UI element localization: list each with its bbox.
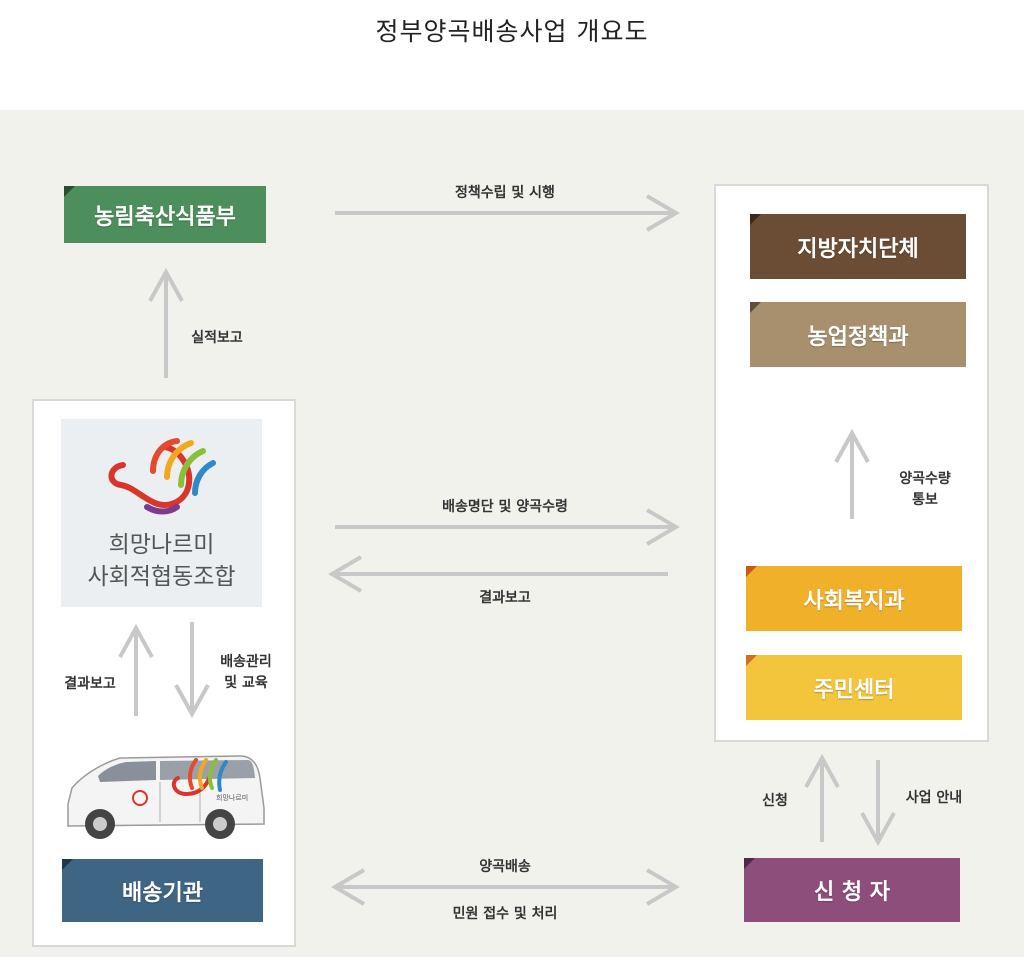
- van-icon: [67, 755, 265, 839]
- arrow-guide: [860, 760, 896, 847]
- label-policy: 정책수립 및 시행: [455, 185, 555, 201]
- delivery-agency-box: 배송기관: [62, 859, 263, 922]
- ministry-label: 농림축산식품부: [94, 204, 236, 230]
- corner-mark: [746, 655, 757, 666]
- label-result-left: 결과보고: [64, 676, 116, 692]
- label-delivery-list: 배송명단 및 양곡수령: [442, 499, 568, 515]
- delivery-agency-label: 배송기관: [122, 880, 203, 906]
- local-gov-box: 지방자치단체: [750, 214, 966, 279]
- agri-policy-box: 농업정책과: [750, 302, 966, 367]
- welfare-label: 사회복지과: [803, 588, 905, 614]
- community-center-box: 주민센터: [746, 655, 962, 720]
- cooperative-logo-card: 희망나르미 사회적협동조합: [61, 419, 262, 607]
- corner-mark: [746, 566, 757, 577]
- corner-mark: [62, 859, 73, 870]
- page-title: 정부양곡배송사업 개요도: [375, 17, 649, 46]
- welfare-box: 사회복지과: [746, 566, 962, 631]
- arrow-result-center: [328, 555, 668, 593]
- arrow-result-left: [118, 623, 154, 716]
- applicant-box: 신 청 자: [744, 858, 960, 922]
- arrow-apply: [804, 753, 840, 842]
- arrow-performance: [148, 267, 184, 378]
- cooperative-name-line1: 희망나르미: [108, 532, 215, 558]
- local-gov-label: 지방자치단체: [797, 236, 919, 262]
- corner-mark: [750, 214, 761, 225]
- arrow-policy: [335, 194, 680, 232]
- corner-mark: [744, 858, 755, 869]
- label-grain-notice-line1: 양곡수량: [899, 471, 951, 487]
- corner-mark: [64, 186, 75, 197]
- label-complaint: 민원 접수 및 처리: [452, 906, 558, 922]
- hand-rainbow-logo-icon: [108, 438, 216, 515]
- arrow-manage: [174, 622, 210, 719]
- cooperative-name-line2: 사회적협동조합: [87, 564, 236, 590]
- agri-policy-label: 농업정책과: [807, 324, 909, 350]
- label-apply: 신청: [762, 793, 788, 809]
- van-logo-text: 희망나르미: [216, 794, 249, 802]
- applicant-label: 신 청 자: [813, 880, 891, 905]
- label-grain-delivery: 양곡배송: [479, 859, 531, 875]
- corner-mark: [750, 302, 761, 313]
- arrow-delivery-list: [335, 508, 680, 546]
- label-result-center: 결과보고: [479, 590, 531, 606]
- community-center-label: 주민센터: [813, 677, 895, 703]
- label-manage-line2: 및 교육: [224, 675, 268, 691]
- label-manage-line1: 배송관리: [220, 654, 272, 670]
- arrow-bidirectional: [331, 868, 680, 906]
- label-grain-notice-line2: 통보: [912, 492, 938, 508]
- label-guide: 사업 안내: [905, 790, 963, 806]
- delivery-van: 희망나르미: [60, 748, 266, 844]
- label-performance: 실적보고: [191, 330, 243, 346]
- ministry-box: 농림축산식품부: [64, 186, 266, 243]
- arrow-grain-notice: [834, 428, 870, 519]
